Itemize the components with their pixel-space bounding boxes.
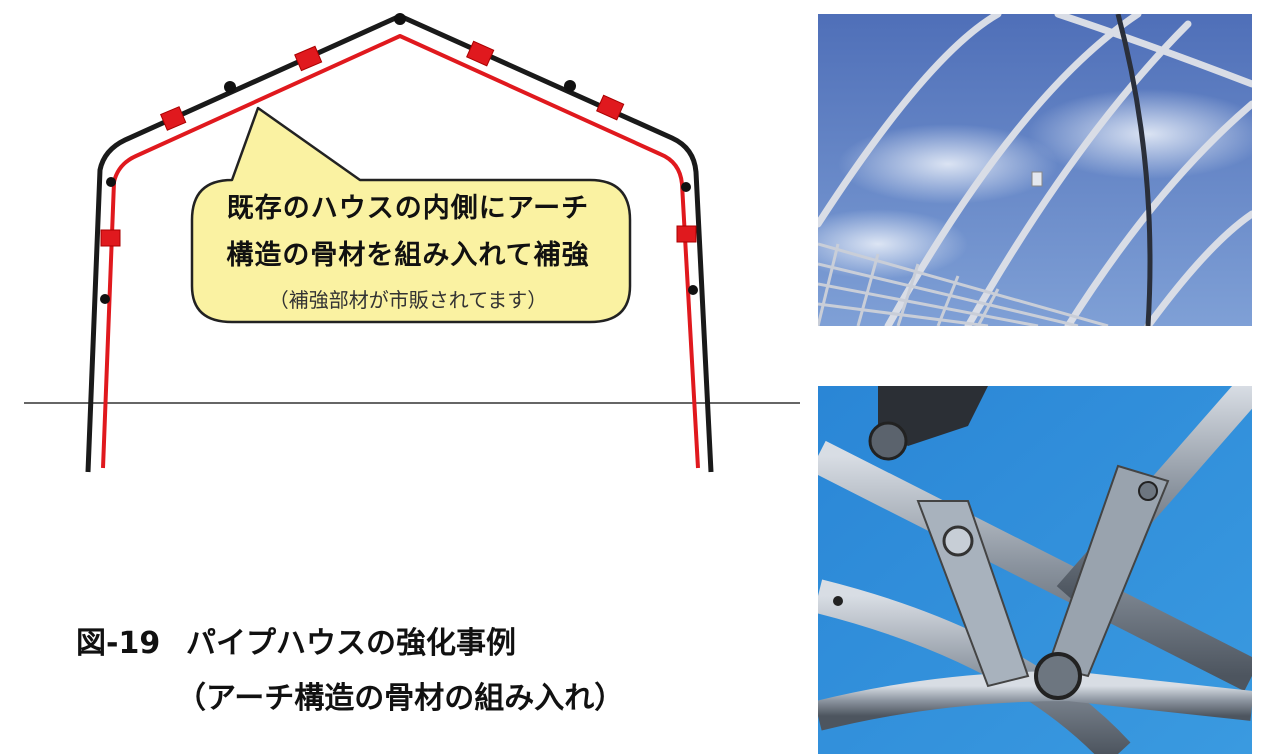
figure-subtitle: （アーチ構造の骨材の組み入れ） bbox=[176, 681, 625, 716]
callout-bubble bbox=[190, 106, 632, 324]
frame-joint-dots bbox=[100, 13, 698, 304]
house-cross-section-diagram bbox=[24, 13, 800, 473]
reinforcement-joint-closeup-photo bbox=[818, 386, 1252, 754]
inner-arch-reinforcement bbox=[101, 34, 700, 469]
arch-pipes-against-sky-photo bbox=[818, 14, 1252, 326]
figure-title: パイプハウスの強化事例 bbox=[186, 626, 516, 661]
callout-text-line1: 既存のハウスの内側にアーチ bbox=[226, 193, 590, 224]
connector-clamps bbox=[100, 40, 697, 247]
callout-note: （補強部材が市販されてます） bbox=[268, 288, 548, 312]
callout-text-line2: 構造の骨材を組み入れて補強 bbox=[226, 240, 590, 271]
figure-number: 図-19 bbox=[76, 626, 161, 661]
